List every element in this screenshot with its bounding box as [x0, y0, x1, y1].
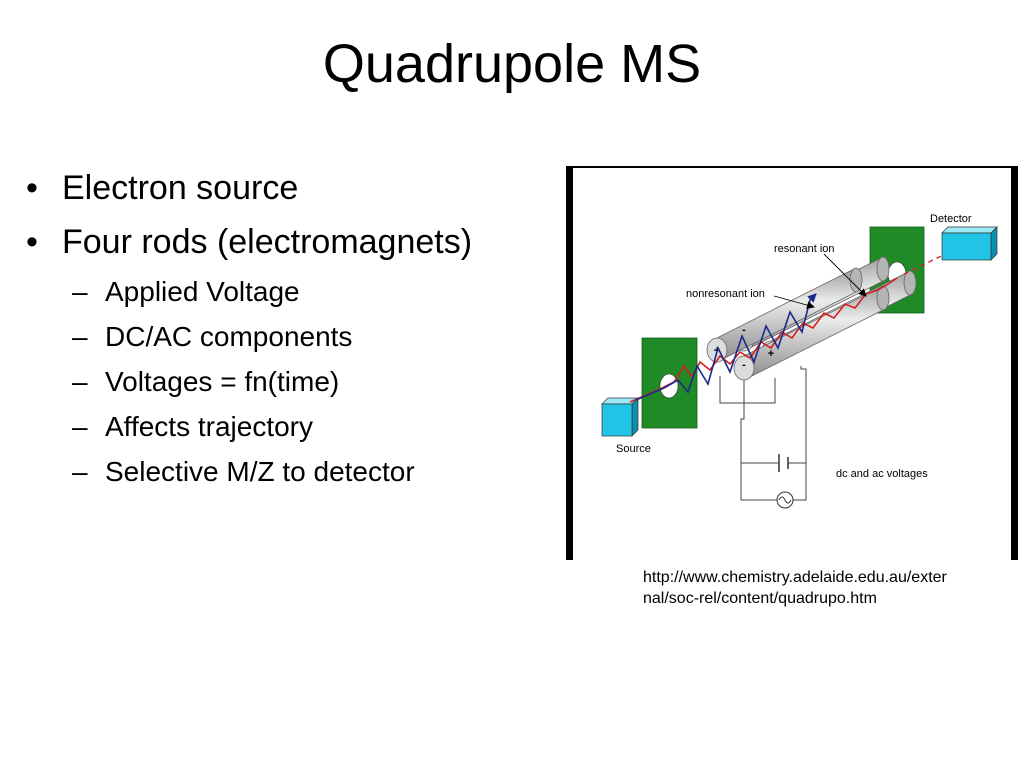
sub-bullet-item: –Affects trajectory — [26, 409, 566, 445]
sub-bullet-text: Applied Voltage — [105, 276, 300, 307]
sub-bullet-item: –Applied Voltage — [26, 274, 566, 310]
bullet-item: • Four rods (electromagnets) — [26, 220, 566, 264]
detector-box — [941, 226, 998, 261]
bullet-list: • Electron source • Four rods (electromagn… — [26, 166, 566, 499]
circuit-wiring — [719, 366, 807, 501]
source-citation: http://www.chemistry.adelaide.edu.au/ext… — [643, 567, 983, 609]
sub-bullet-dash: – — [72, 366, 88, 397]
top-frame-line — [566, 166, 1018, 168]
rod-bottom-right — [733, 285, 890, 381]
nonresonant-ion-path — [635, 293, 817, 401]
sub-bullet-item: –Selective M/Z to detector — [26, 454, 566, 490]
source-plate — [641, 337, 698, 429]
left-frame-bar — [566, 166, 573, 560]
sub-bullet-dash: – — [72, 456, 88, 487]
sub-bullet-dash: – — [72, 321, 88, 352]
nonresonant-ion-leader — [773, 295, 815, 310]
bullet-dot: • — [26, 169, 38, 207]
sub-bullet-text: DC/AC components — [105, 321, 353, 352]
sub-bullet-dash: – — [72, 411, 88, 442]
bullet-text: Electron source — [62, 169, 299, 207]
slide-title: Quadrupole MS — [322, 34, 702, 94]
sub-bullet-text: Affects trajectory — [105, 411, 314, 442]
citation-line: nal/soc-rel/content/quadrupo.htm — [643, 590, 877, 607]
voltages-label: dc and ac voltages — [836, 468, 928, 480]
rod-sign-top-right: + — [768, 348, 774, 360]
sub-bullet-item: –Voltages = fn(time) — [26, 364, 566, 400]
bullet-dot: • — [26, 223, 38, 261]
sub-bullet-dash: – — [72, 276, 88, 307]
resonant-ion-label: resonant ion — [774, 243, 835, 255]
sub-bullet-text: Selective M/Z to detector — [105, 456, 415, 487]
rod-sign-bottom-right: - — [742, 359, 746, 371]
quadrupole-diagram: - + + - Detector resonant ion nonresonan… — [566, 166, 1018, 560]
bullet-item: • Electron source — [26, 166, 566, 210]
resonant-ion-leader — [823, 253, 867, 297]
sub-bullet-text: Voltages = fn(time) — [105, 366, 340, 397]
sub-bullet-item: –DC/AC components — [26, 319, 566, 355]
quadrupole-diagram-svg: - + + - Detector resonant ion nonresonan… — [566, 166, 1018, 560]
resonant-ion-path — [629, 277, 898, 403]
right-frame-bar — [1011, 166, 1018, 560]
bullet-text: Four rods (electromagnets) — [62, 223, 473, 261]
detector-label: Detector — [930, 213, 972, 225]
ac-source-symbol — [776, 491, 794, 509]
nonresonant-ion-label: nonresonant ion — [686, 288, 765, 300]
source-label: Source — [616, 443, 651, 455]
citation-line: http://www.chemistry.adelaide.edu.au/ext… — [643, 569, 947, 586]
diagram-background — [566, 166, 1018, 560]
rod-sign-top-left: - — [742, 324, 746, 336]
source-box — [601, 397, 639, 437]
battery-symbol — [778, 454, 789, 472]
